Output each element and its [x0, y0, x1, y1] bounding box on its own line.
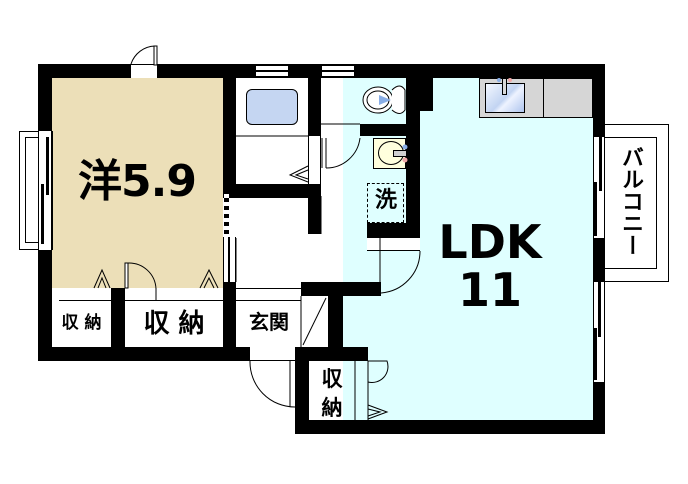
wall-ldk-corner: [406, 64, 433, 111]
hall-door-frame: [236, 288, 301, 301]
closet-large-opening: [125, 288, 223, 301]
counter-divider: [543, 78, 544, 118]
ldk-size: 11: [457, 263, 522, 318]
closet-large: [125, 301, 223, 347]
laundry-label: 洗: [374, 188, 397, 213]
closet-small-opening: [59, 288, 111, 301]
door-swing-hall-closet: [367, 360, 389, 383]
wall-entry-pillar: [328, 282, 343, 352]
wall-laundry-bottom: [367, 223, 420, 237]
laundry-space: [367, 183, 404, 223]
western-sliding-door-line: [228, 237, 230, 282]
bath-folding-door-icon: [288, 165, 309, 183]
closet-small: [52, 301, 111, 347]
wall-western-right-lower: [223, 282, 236, 361]
faucet-icon: [502, 78, 507, 95]
wall-hall-closet-top: [295, 347, 368, 361]
ldk-label: LDK 11: [425, 218, 555, 315]
ldk-name: LDK: [438, 215, 542, 269]
door-swing-closet: [127, 262, 157, 290]
toilet-tank-icon: [391, 85, 406, 114]
window-left-pane-b: [41, 184, 44, 244]
western-room-label: 洋5.9: [78, 156, 197, 207]
wall-hall-partition: [308, 184, 321, 234]
vent-slots: [224, 194, 229, 236]
wall-entrance-left: [236, 347, 250, 361]
wall-top: [38, 64, 605, 78]
door-swing-top: [130, 45, 156, 65]
balcony-label: バルコニー: [618, 146, 643, 256]
window-top-toilet-line: [322, 70, 354, 72]
shoe-cabinet-diagonal: [302, 297, 327, 346]
wall-toilet-bottom: [360, 124, 420, 136]
folding-door-icon-3: [367, 404, 389, 420]
door-opening-top: [131, 65, 157, 78]
window-right-pane-b: [594, 182, 597, 236]
door-swing-toilet: [325, 137, 361, 169]
window-top-bath-line: [256, 70, 288, 72]
window-left-pane-a: [46, 137, 49, 195]
folding-door-icon-2: [199, 268, 219, 289]
closet-large-label: 収 納: [143, 309, 205, 339]
door-swing-ldk: [379, 250, 421, 294]
closet-door-leaf: [124, 262, 129, 289]
wall-western-right: [223, 64, 236, 188]
wall-bath-bottom: [223, 184, 321, 198]
entrance-step: [250, 347, 295, 361]
western-room: [52, 78, 223, 288]
door-leaf-top: [153, 45, 158, 66]
bath-tub-icon: [246, 89, 298, 125]
window-right-pane-a: [599, 137, 602, 191]
wall-hall-closet: [295, 347, 309, 434]
wall-bottom-right: [295, 420, 605, 434]
toilet-seat-icon: [379, 95, 391, 105]
entrance-label: 玄関: [249, 310, 289, 334]
wall-closet-divider: [111, 288, 125, 361]
window-right-lower-pane-a: [598, 282, 601, 337]
folding-door-icon: [93, 268, 111, 289]
hall-closet-label: 収 納: [321, 367, 343, 421]
door-swing-entrance: [249, 360, 296, 408]
window-right-lower-pane-b: [594, 328, 597, 380]
bath-door-frame: [308, 136, 321, 184]
closet-small-label: 収 納: [61, 313, 102, 333]
